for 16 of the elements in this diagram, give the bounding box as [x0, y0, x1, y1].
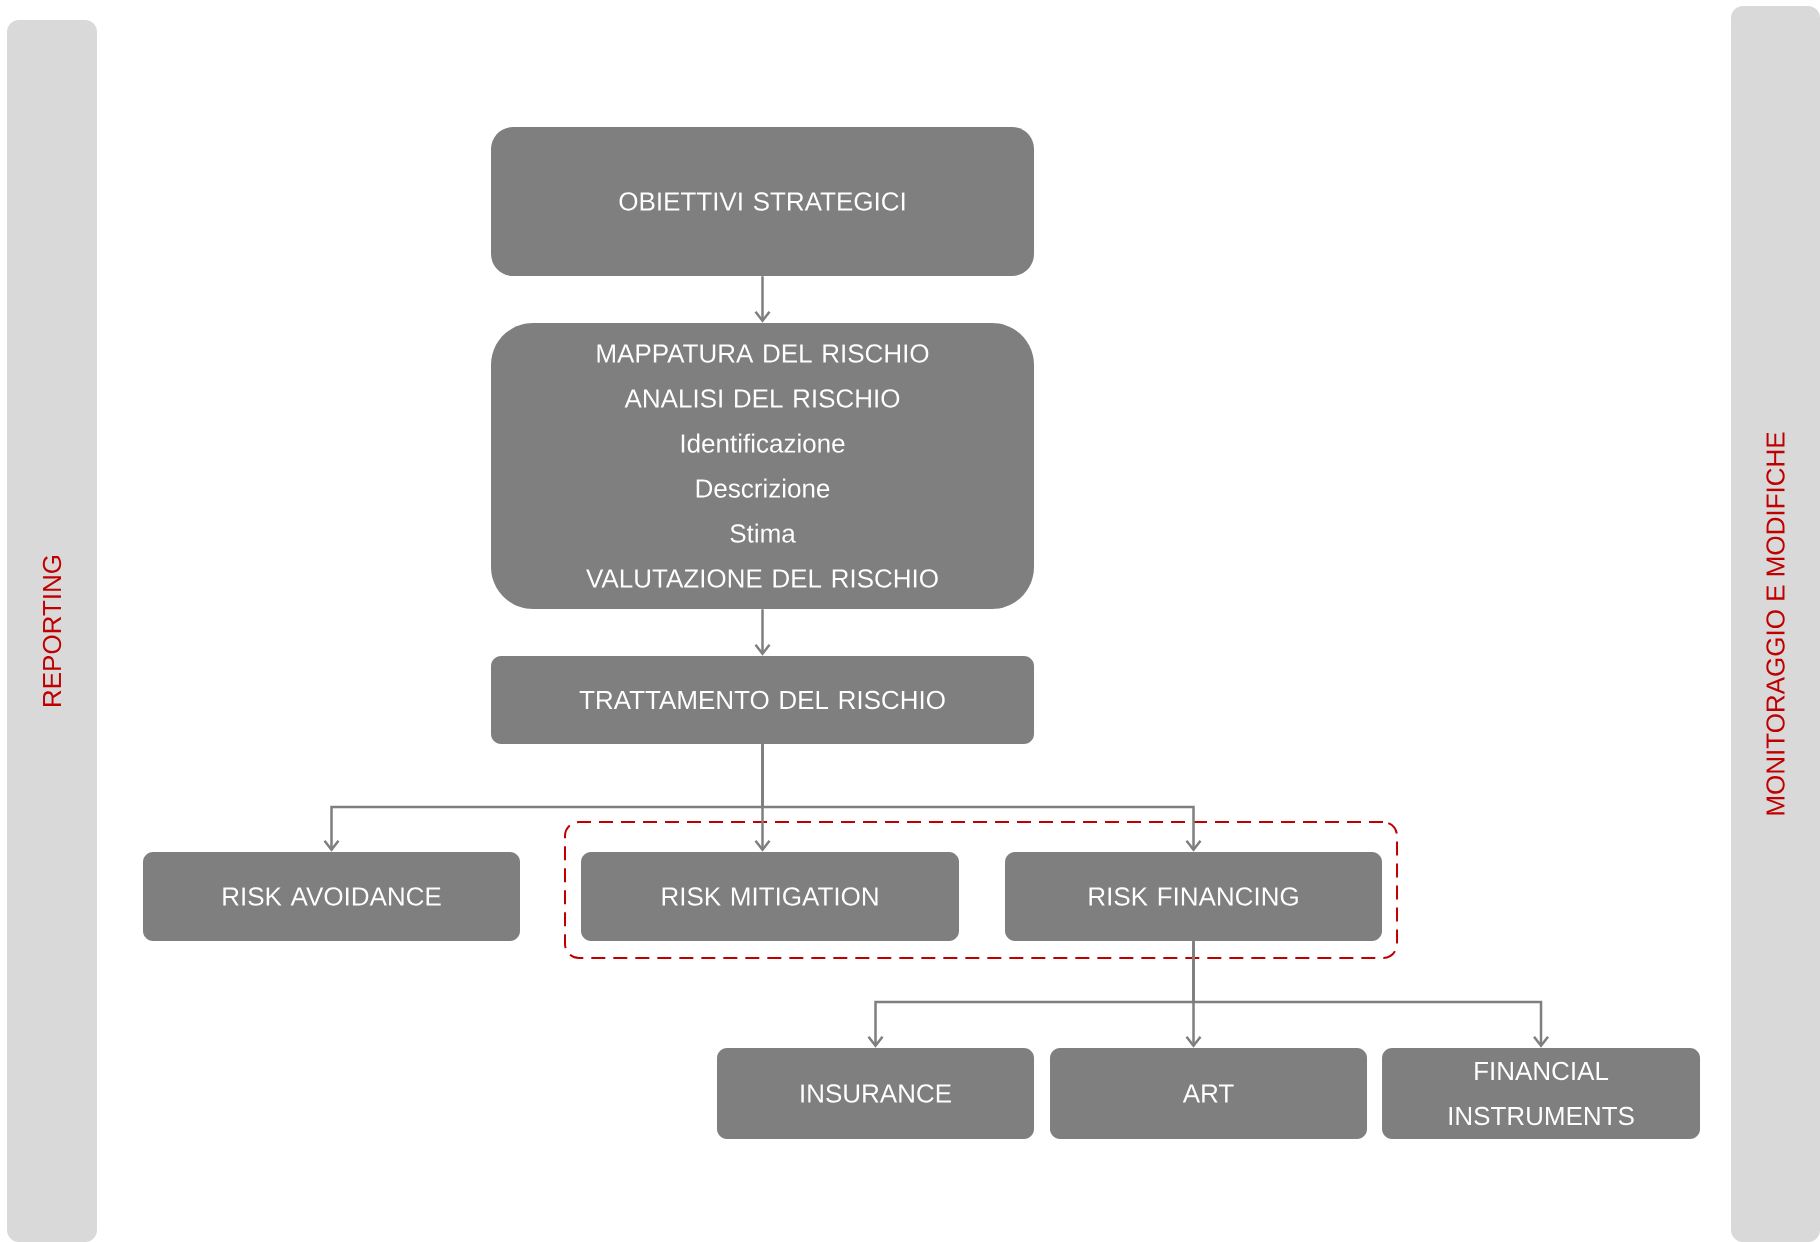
side-band: MONITORAGGIO E MODIFICHE	[1731, 6, 1820, 1242]
process-box: RISK MITIGATION	[581, 852, 959, 941]
arrow	[761, 744, 1202, 852]
arrow	[1192, 941, 1549, 1048]
process-box: MAPPATURA DEL RISCHIO ANALISI DEL RISCHIO Identificazione Descrizione Stima VALUTAZIONE DEL RISCHIO	[491, 323, 1034, 609]
process-box: TRATTAMENTO DEL RISCHIO	[491, 656, 1034, 744]
dashed-group-frame	[564, 821, 1398, 959]
process-box: FINANCIAL INSTRUMENTS	[1382, 1048, 1700, 1139]
arrow	[754, 276, 771, 323]
process-box: INSURANCE	[717, 1048, 1034, 1139]
arrow	[754, 609, 771, 656]
process-box: OBIETTIVI STRATEGICI	[491, 127, 1034, 276]
process-box: ART	[1050, 1048, 1367, 1139]
process-box: RISK AVOIDANCE	[143, 852, 520, 941]
side-band: REPORTING	[7, 20, 97, 1242]
process-box: RISK FINANCING	[1005, 852, 1382, 941]
